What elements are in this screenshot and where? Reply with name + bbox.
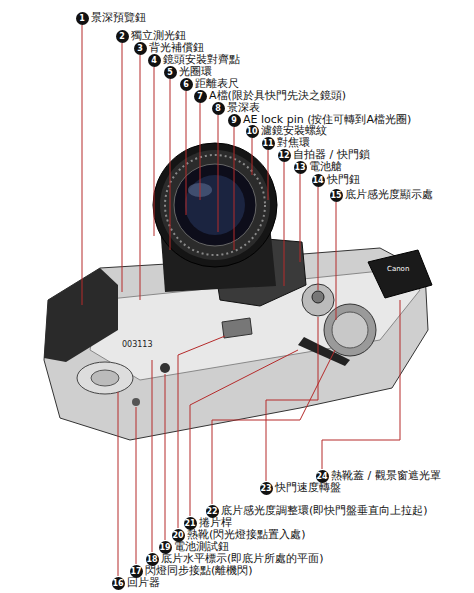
callout-number: 4: [148, 54, 161, 67]
leader-line: [212, 350, 335, 504]
leader-line: [318, 187, 319, 290]
part-name: 底片感光度調整環(即快門盤垂直向上拉起): [221, 504, 428, 518]
callout-number: 20: [172, 529, 185, 542]
leader-line: [140, 55, 141, 300]
callout-number: 10: [246, 125, 259, 138]
leader-lines: [82, 25, 400, 576]
part-name: 距離表尺: [195, 77, 239, 91]
asa-dial: [324, 304, 376, 356]
leader-line: [234, 127, 235, 250]
leader-line: [170, 79, 171, 250]
serial-number: 003113: [122, 340, 153, 350]
callout-number: 15: [330, 189, 343, 202]
leader-line: [200, 103, 201, 200]
leader-line: [252, 138, 253, 175]
callout-number: 12: [278, 149, 291, 162]
part-name: 濾鏡安裝螺紋: [261, 124, 327, 138]
leader-line: [284, 162, 285, 286]
hot-shoe: [222, 318, 252, 338]
part-name: 閃燈同步接點(離機閃): [145, 564, 253, 578]
leader-line: [322, 300, 400, 469]
part-name: 回片器: [127, 576, 160, 590]
leader-line: [178, 336, 225, 528]
callout-number: 5: [164, 66, 177, 79]
part-name: 光圈環: [179, 65, 212, 79]
callout-number: 14: [312, 174, 325, 187]
leader-line: [218, 115, 219, 232]
part-name: 自拍器 / 快門鎖: [293, 148, 370, 162]
leader-line: [118, 392, 119, 576]
callout-number: 6: [180, 78, 193, 91]
focus-ring: [160, 150, 270, 260]
callout-number: 11: [262, 137, 275, 150]
part-name: 底片水平標示(即底片所處的平面): [161, 552, 324, 566]
part-name: 電池測試鈕: [174, 540, 229, 554]
part-name: 獨立測光鈕: [131, 29, 186, 43]
part-name: 景深表: [227, 101, 260, 115]
callout-number: 23: [260, 482, 273, 495]
lens-glass: [185, 175, 245, 235]
callout-number: 2: [116, 30, 129, 43]
asa-dial-top: [332, 312, 368, 348]
callout-number: 7: [194, 90, 207, 103]
callout-number: 19: [159, 541, 172, 554]
leader-line: [152, 360, 153, 552]
leader-line: [136, 407, 137, 564]
part-name: 景深預覽鈕: [91, 11, 146, 25]
rewind-crank: [91, 370, 119, 386]
lens-outer: [153, 143, 277, 267]
part-name: 快門鈕: [327, 173, 360, 187]
callout-number: 22: [206, 505, 219, 518]
part-name: 捲片桿: [199, 516, 232, 530]
leader-line: [268, 150, 269, 200]
part-name: 鏡頭安裝對齊點: [163, 53, 240, 67]
leader-line: [122, 43, 123, 292]
callout-number: 1: [76, 12, 89, 25]
part-name: 底片感光度顯示處: [345, 188, 433, 202]
part-name: 熱靴蓋 / 觀景窗遮光罩: [331, 469, 441, 483]
part-name: 熱靴(閃光燈接點置入處): [187, 528, 306, 542]
leader-line: [165, 374, 166, 540]
leader-line: [300, 174, 301, 262]
leader-line: [154, 67, 155, 236]
part-name: 電池艙: [309, 160, 342, 174]
grip: [44, 268, 118, 362]
callout-number: 18: [146, 553, 159, 566]
callout-number: 16: [112, 577, 125, 590]
part-name: A檔(限於具快門先決之鏡頭): [209, 89, 346, 103]
leader-line: [186, 91, 187, 215]
callout-number: 13: [294, 161, 307, 174]
shutter-button: [312, 291, 324, 303]
callout-number: 8: [212, 102, 225, 115]
leader-line: [82, 25, 83, 305]
callout-number: 21: [184, 517, 197, 530]
hot-shoe-cover: [368, 250, 432, 298]
sync-terminal: [132, 398, 140, 406]
callout-number: 9: [228, 114, 241, 127]
callout-number: 24: [316, 470, 329, 483]
rewind-knob: [77, 362, 133, 394]
brand-mark: Canon: [387, 265, 409, 274]
leader-line: [336, 202, 337, 320]
callout-number: 17: [130, 565, 143, 578]
ring-grip: [165, 155, 265, 255]
battery-check-button: [160, 363, 170, 373]
callout-number: 3: [134, 42, 147, 55]
part-name: 對焦環: [277, 136, 310, 150]
part-name: 背光補償鈕: [149, 41, 204, 55]
part-name: 快門速度轉盤: [275, 481, 341, 495]
